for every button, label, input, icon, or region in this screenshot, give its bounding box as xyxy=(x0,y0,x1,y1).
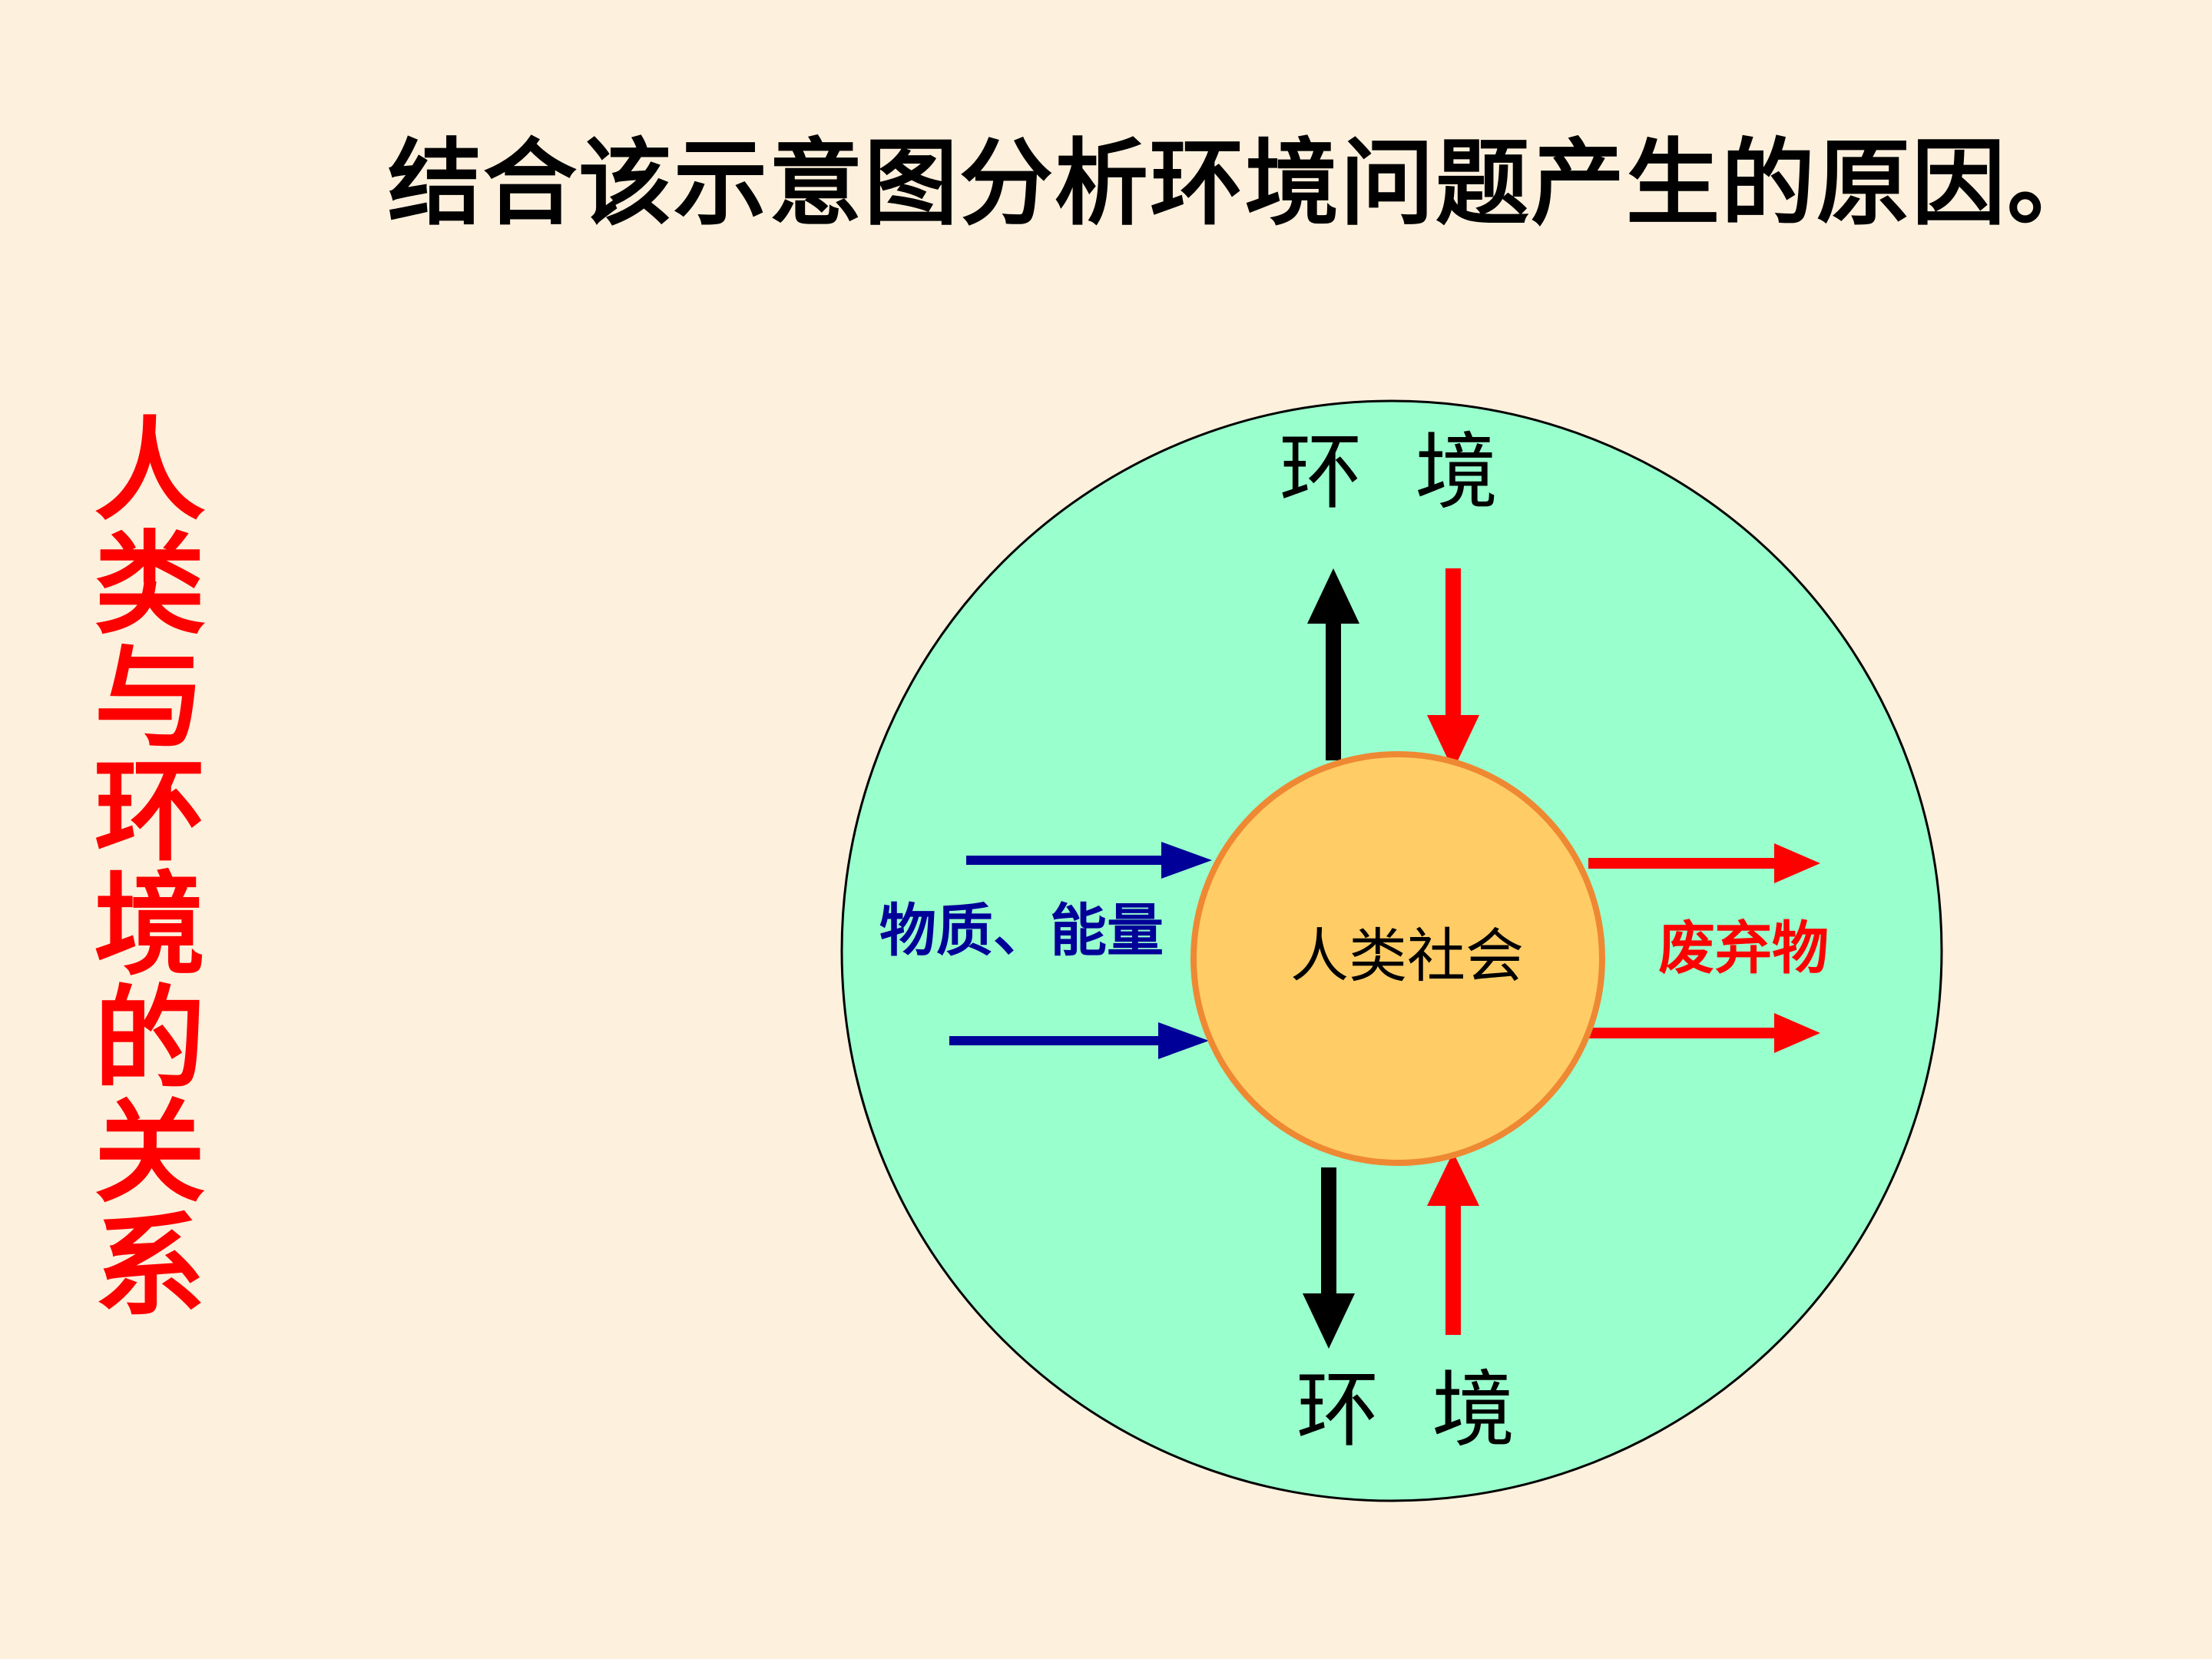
side-title: 人类与环境的关系 xyxy=(94,406,206,1332)
human-society-circle xyxy=(1190,751,1605,1166)
environment-label-bottom: 环 境 xyxy=(1296,1363,1515,1459)
output-arrow-lower xyxy=(1576,1013,1820,1053)
environment-label-top: 环 境 xyxy=(1280,425,1498,521)
arrow-up-to-environment xyxy=(1307,568,1359,760)
arrow-up-from-environment xyxy=(1427,1152,1479,1335)
human-society-label: 人类社会 xyxy=(1290,922,1524,990)
arrow-down-from-environment xyxy=(1427,568,1479,770)
input-arrow-lower xyxy=(949,1022,1209,1059)
output-label: 废弃物 xyxy=(1658,916,1829,982)
arrow-down-to-environment xyxy=(1303,1167,1355,1349)
slide-title: 结合该示意图分析环境问题产生的原因。 xyxy=(388,129,2102,238)
input-arrow-upper xyxy=(966,842,1212,879)
input-label: 物质、能量 xyxy=(879,898,1164,964)
output-arrow-upper xyxy=(1588,843,1820,883)
